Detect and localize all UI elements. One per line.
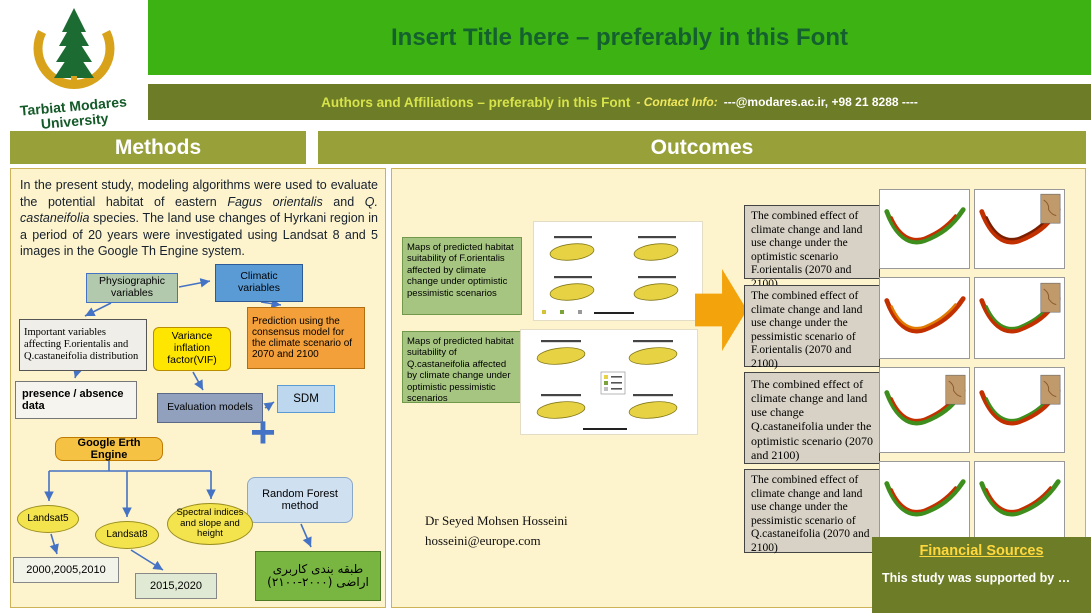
contact-email: hosseini@europe.com <box>425 532 541 548</box>
university-logo-area: Tarbiat Modares University <box>0 0 148 132</box>
flow-ellipse-landsat8: Landsat8 <box>95 521 159 549</box>
result-map-image <box>879 461 970 541</box>
flow-box-google-earth-engine: Google Erth Engine <box>55 437 163 461</box>
flow-box-years-2000-2010: 2000,2005,2010 <box>13 557 119 583</box>
result-map-image <box>974 277 1065 359</box>
outcomes-header: Outcomes <box>318 131 1086 164</box>
intro-text-1: In the present study, modeling algorithm… <box>20 178 378 209</box>
methods-header: Methods <box>10 131 306 164</box>
map-figure-forientalis-image <box>542 236 679 314</box>
flow-box-important-variables: Important variables affecting F.oriental… <box>19 319 147 371</box>
result-box-optimistic-castaneifolia: The combined effect of climate change an… <box>744 372 880 464</box>
species-name-fagus: Fagus orientalis <box>227 194 323 209</box>
financial-sources-text: This study was supported by … <box>882 571 1071 585</box>
result-map-image <box>879 189 970 269</box>
flow-box-random-forest: Random Forest method <box>247 477 353 523</box>
financial-sources-box: Financial Sources This study was support… <box>872 537 1091 613</box>
flow-box-evaluation-models: Evaluation models <box>157 393 263 423</box>
contact-block: Dr Seyed Mohsen Hosseini hosseini@europe… <box>425 511 568 550</box>
university-logo-icon <box>33 8 115 89</box>
map-figure-castaneifolia <box>520 329 698 435</box>
authors-band: Authors and Affiliations – preferably in… <box>148 84 1091 120</box>
flow-box-physiographic-variables: Physiographic variables <box>86 273 178 303</box>
flow-box-sdm: SDM <box>277 385 335 413</box>
result-box-pessimistic-forientalis: The combined effect of climate change an… <box>744 285 880 370</box>
methods-panel: In the present study, modeling algorithm… <box>10 168 386 608</box>
flow-box-vif: Variance inflation factor(VIF) <box>153 327 231 371</box>
plus-symbol: + <box>250 408 276 458</box>
result-map-image <box>974 189 1065 269</box>
flow-box-prediction: Prediction using the consensus model for… <box>247 307 365 369</box>
result-map-image <box>974 461 1065 541</box>
result-map-image <box>974 367 1065 453</box>
flow-box-landuse-classification-farsi: طبقه بندی کاربری اراضی (۲۰۰۰-۲۱۰۰) <box>255 551 381 601</box>
flow-box-climatic-variables: Climatic variables <box>215 264 303 302</box>
intro-text-3: species. The land use changes of Hyrkani… <box>20 211 378 258</box>
result-maps-row-1 <box>879 189 1065 269</box>
outcomes-panel: Maps of predicted habitat suitability of… <box>391 168 1086 608</box>
intro-text-2: and <box>322 194 365 209</box>
result-box-pessimistic-castaneifolia: The combined effect of climate change an… <box>744 469 880 554</box>
flow-ellipse-landsat5: Landsat5 <box>17 505 79 533</box>
methods-intro-paragraph: In the present study, modeling algorithm… <box>20 177 378 260</box>
title-band: Insert Title here – preferably in this F… <box>148 0 1091 75</box>
result-map-image <box>879 277 970 359</box>
flow-box-years-2015-2020: 2015,2020 <box>135 573 217 599</box>
contact-name: Dr Seyed Mohsen Hosseini <box>425 513 568 528</box>
note-maps-forientalis: Maps of predicted habitat suitability of… <box>402 237 522 315</box>
poster-title: Insert Title here – preferably in this F… <box>391 23 848 51</box>
result-maps-row-3 <box>879 367 1065 453</box>
authors-text: Authors and Affiliations – preferably in… <box>321 94 631 110</box>
result-box-optimistic-forientalis: The combined effect of climate change an… <box>744 205 880 290</box>
result-map-image <box>879 367 970 453</box>
species-name-castaneifolia: Q. castaneifolia <box>20 194 378 226</box>
note-maps-castaneifolia: Maps of predicted habitat suitability of… <box>402 331 522 404</box>
flow-box-presence-absence: presence / absence data <box>15 381 137 419</box>
result-maps-row-4 <box>879 461 1065 541</box>
contact-label: - Contact Info: <box>636 95 718 109</box>
university-name: Tarbiat Modares University <box>0 93 149 135</box>
contact-value: ---@modares.ac.ir, +98 21 8288 ---- <box>723 95 918 109</box>
map-figure-forientalis <box>533 221 703 321</box>
flow-ellipse-spectral-indices: Spectral indices and slope and height <box>167 503 253 545</box>
map-figure-castaneifolia-image <box>536 340 678 430</box>
result-maps-row-2 <box>879 277 1065 359</box>
financial-sources-title: Financial Sources <box>919 543 1044 559</box>
